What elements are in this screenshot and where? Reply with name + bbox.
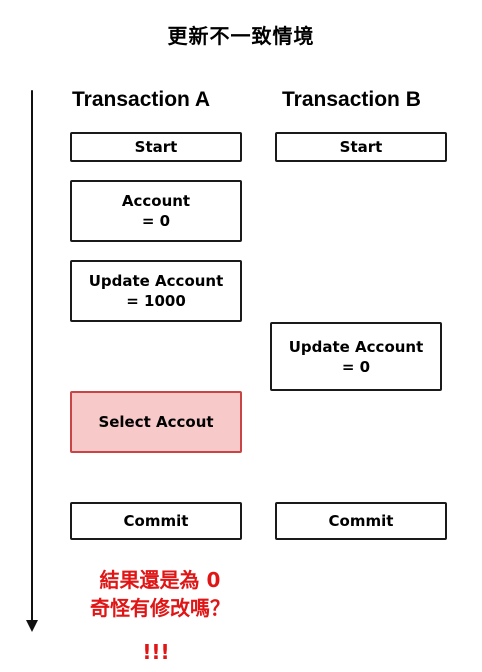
step-b-start-label: Start xyxy=(339,138,383,156)
step-b-start: Start xyxy=(275,132,447,162)
step-a-update-label: Update Account xyxy=(88,272,224,290)
column-header-transaction-a: Transaction A xyxy=(72,88,211,111)
step-a-select-account: Select Accout xyxy=(70,391,242,453)
column-header-transaction-b: Transaction B xyxy=(282,88,421,111)
result-note-exclaim: !!! xyxy=(0,638,312,666)
step-b-commit-label: Commit xyxy=(328,512,394,530)
result-note-line-2: 奇怪有修改嗎？ xyxy=(90,596,230,620)
step-a-commit-label: Commit xyxy=(123,512,189,530)
result-note-line-3: !!! xyxy=(142,640,170,664)
step-b-update-value: = 0 xyxy=(341,357,371,376)
step-a-account-label: Account xyxy=(121,192,191,210)
timeline-arrowhead-icon xyxy=(26,620,38,632)
step-b-update-account: Update Account = 0 xyxy=(270,322,442,391)
step-a-start-label: Start xyxy=(134,138,178,156)
timeline-arrow xyxy=(31,90,33,625)
step-a-account: Account = 0 xyxy=(70,180,242,242)
step-b-commit: Commit xyxy=(275,502,447,540)
step-a-update-value: = 1000 xyxy=(126,292,186,310)
step-b-update-label: Update Account xyxy=(288,337,424,356)
step-a-start: Start xyxy=(70,132,242,162)
result-note: 結果還是為 0 奇怪有修改嗎？ xyxy=(0,566,320,622)
step-a-commit: Commit xyxy=(70,502,242,540)
diagram-title: 更新不一致情境 xyxy=(167,24,315,48)
result-note-line-1: 結果還是為 0 xyxy=(99,568,221,592)
step-a-account-value: = 0 xyxy=(141,212,171,230)
step-a-update-account: Update Account = 1000 xyxy=(70,260,242,322)
step-a-select-label: Select Accout xyxy=(98,413,214,431)
